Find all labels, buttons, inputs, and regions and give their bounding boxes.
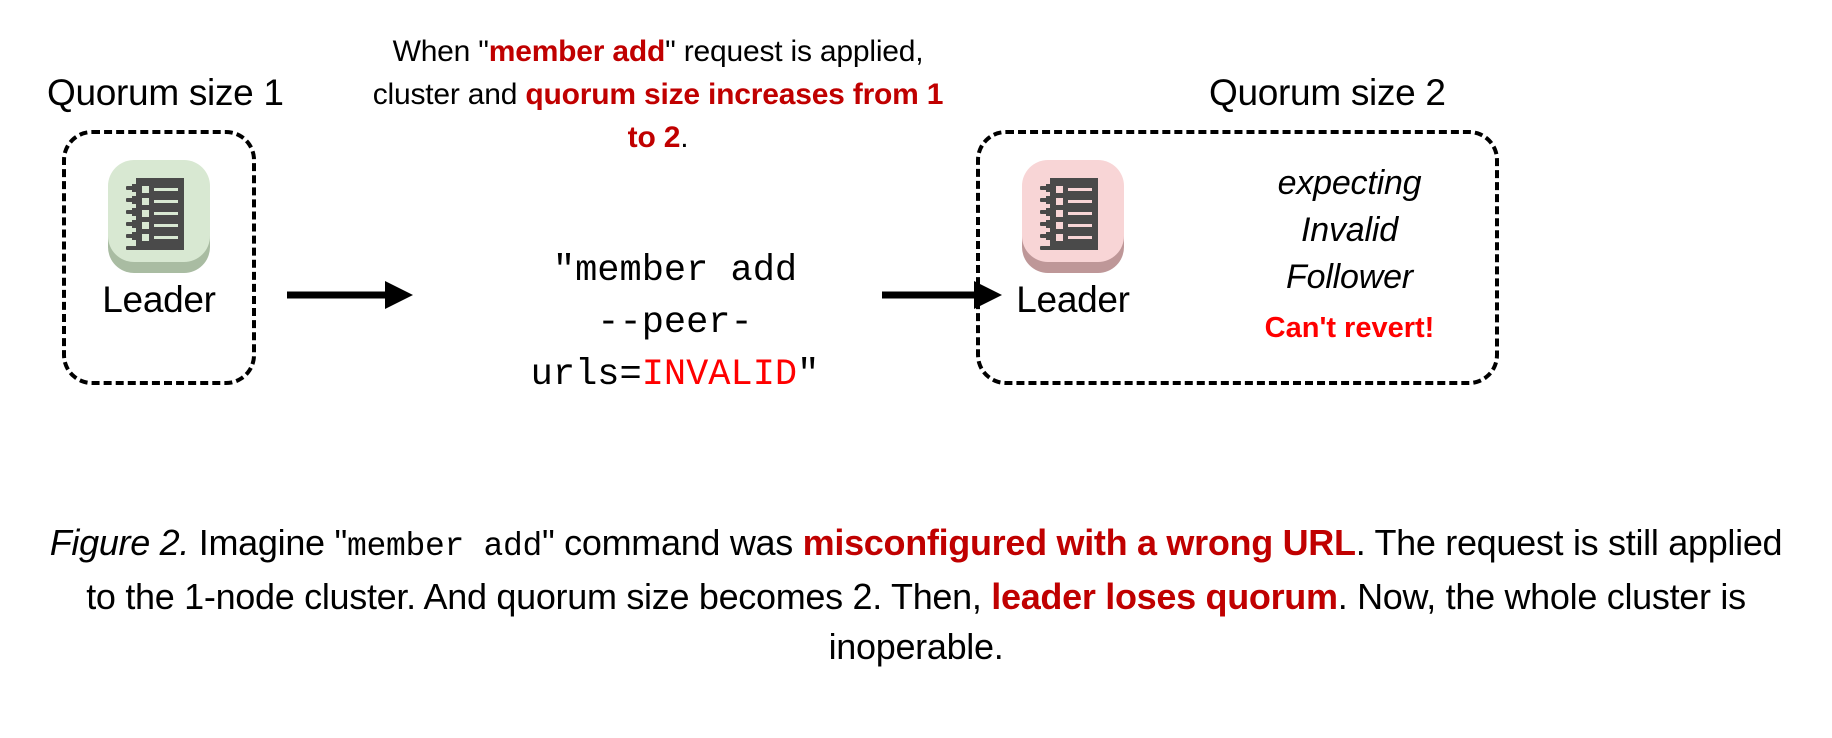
arrow-command-to-right bbox=[882, 281, 1002, 309]
annotation-segment-1: When " bbox=[392, 35, 489, 68]
command-text-block: "member add --peer-urls=INVALID" bbox=[455, 245, 895, 401]
right-node-label: Leader bbox=[1016, 279, 1130, 320]
annotation-member-add-emphasis: member add bbox=[488, 35, 666, 68]
top-annotation-text: When "member add" request is applied, cl… bbox=[356, 30, 960, 159]
server-icon bbox=[1040, 178, 1098, 250]
status-line-follower: Follower bbox=[1286, 258, 1413, 296]
command-line-1: "member add bbox=[552, 250, 798, 292]
command-invalid-token: INVALID bbox=[641, 354, 798, 396]
command-line-2-prefix: --peer-urls= bbox=[530, 302, 753, 396]
left-cluster-box bbox=[62, 130, 256, 385]
caption-text-2: " command was bbox=[542, 522, 803, 563]
caption-command-mono: member add bbox=[346, 528, 542, 565]
caption-text-3: . The request is still applied to the 1-… bbox=[86, 522, 1783, 617]
caption-text-4: . Now, the whole cluster is inoperable. bbox=[828, 576, 1747, 667]
right-server-icon-shell bbox=[1018, 156, 1128, 273]
caption-text-1: Imagine " bbox=[189, 522, 347, 563]
annotation-quorum-increase-emphasis: quorum size increases from 1 to 2 bbox=[525, 78, 944, 154]
status-line-expecting: expecting bbox=[1277, 164, 1422, 202]
left-cluster-title: Quorum size 1 bbox=[47, 72, 284, 113]
right-cluster-title: Quorum size 2 bbox=[1209, 72, 1446, 113]
right-cluster-box bbox=[976, 130, 1499, 385]
arrow-left-to-command bbox=[287, 281, 413, 309]
right-leader-node: Leader bbox=[988, 156, 1158, 321]
status-line-invalid: Invalid bbox=[1301, 211, 1398, 249]
caption-misconfigured-emphasis: misconfigured with a wrong URL bbox=[802, 522, 1356, 563]
annotation-segment-5: . bbox=[680, 121, 689, 154]
server-icon bbox=[126, 178, 184, 250]
left-server-icon-shell bbox=[104, 156, 214, 273]
left-node-label: Leader bbox=[102, 279, 216, 320]
figure-caption: Figure 2. Imagine "member add" command w… bbox=[40, 518, 1792, 672]
cant-revert-warning: Can't revert! bbox=[1264, 312, 1435, 344]
caption-loses-quorum-emphasis: leader loses quorum bbox=[991, 576, 1338, 617]
annotation-segment-3: " request is applied, cluster and bbox=[372, 35, 924, 111]
left-leader-node: Leader bbox=[74, 156, 244, 321]
caption-figure-label: Figure 2. bbox=[49, 522, 190, 563]
right-status-block: expecting Invalid Follower Can't revert! bbox=[1208, 160, 1491, 345]
command-line-2-suffix: " bbox=[797, 354, 820, 396]
command-line-2: --peer-urls=INVALID" bbox=[455, 297, 895, 401]
